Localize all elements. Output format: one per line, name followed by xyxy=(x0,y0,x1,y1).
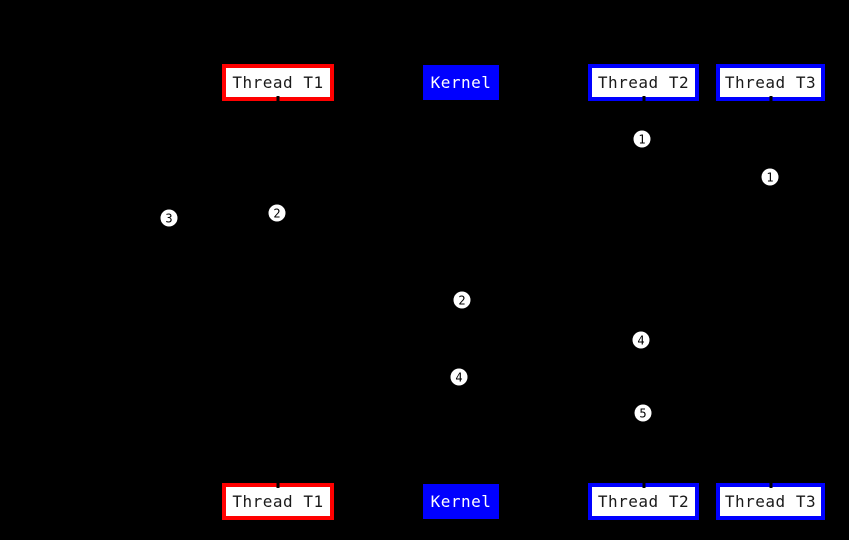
event-marker-4b: 4 xyxy=(449,367,469,387)
actor-box-thread-t3-bottom: Thread T3 xyxy=(716,483,825,520)
actor-box-thread-t2-bottom: Thread T2 xyxy=(588,483,699,520)
event-marker-3: 3 xyxy=(159,208,179,228)
actor-box-kernel-top: Kernel xyxy=(423,65,499,100)
event-marker-5: 5 xyxy=(633,403,653,423)
lifeline-notch xyxy=(276,483,280,488)
actor-label-thread-t1: Thread T1 xyxy=(232,73,324,92)
actor-box-thread-t3-top: Thread T3 xyxy=(716,64,825,101)
actor-label-thread-t2: Thread T2 xyxy=(597,492,690,511)
event-marker-1b: 1 xyxy=(760,167,780,187)
actor-label-kernel: Kernel xyxy=(430,492,492,511)
event-marker-2b: 2 xyxy=(452,290,472,310)
actor-label-thread-t3: Thread T3 xyxy=(724,492,817,511)
actor-box-kernel-bottom: Kernel xyxy=(423,484,499,519)
actor-label-thread-t1: Thread T1 xyxy=(232,492,324,511)
actor-box-thread-t1-bottom: Thread T1 xyxy=(222,483,334,520)
event-marker-2: 2 xyxy=(267,203,287,223)
lifeline-notch xyxy=(769,483,772,488)
lifeline-notch xyxy=(276,96,280,101)
event-marker-4: 4 xyxy=(631,330,651,350)
actor-box-thread-t1-top: Thread T1 xyxy=(222,64,334,101)
lifeline-notch xyxy=(642,483,645,488)
actor-label-thread-t2: Thread T2 xyxy=(597,73,690,92)
actor-box-thread-t2-top: Thread T2 xyxy=(588,64,699,101)
actor-label-kernel: Kernel xyxy=(430,73,492,92)
actor-label-thread-t3: Thread T3 xyxy=(724,73,817,92)
lifeline-notch xyxy=(642,96,645,101)
event-marker-1: 1 xyxy=(632,129,652,149)
lifeline-notch xyxy=(769,96,772,101)
